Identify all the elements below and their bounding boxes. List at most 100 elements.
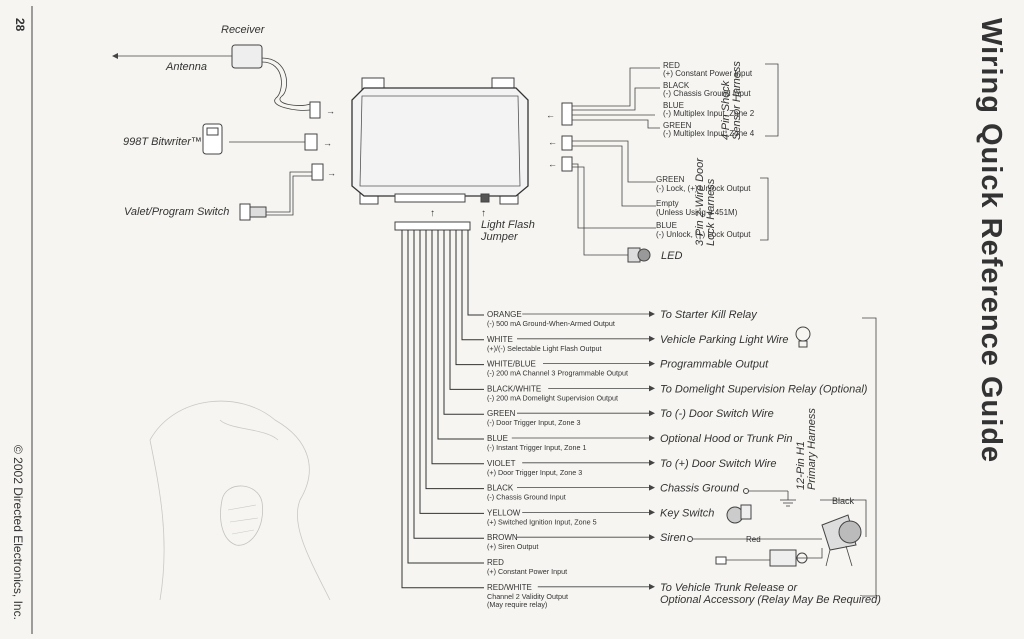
primary-wire-arrow bbox=[649, 435, 655, 441]
copyright-text: © 2002 Directed Electronics, Inc. bbox=[11, 445, 25, 620]
primary-wire-desc: Channel 2 Validity Output bbox=[487, 592, 568, 601]
page-title: Wiring Quick Reference Guide bbox=[975, 18, 1007, 463]
primary-wire-dest: Optional Hood or Trunk Pin bbox=[660, 433, 792, 445]
svg-text:→: → bbox=[323, 138, 332, 148]
primary-wire-dest: To (-) Door Switch Wire bbox=[660, 408, 774, 420]
svg-text:←: ← bbox=[548, 159, 557, 169]
receiver: → bbox=[112, 44, 335, 119]
primary-wire-line bbox=[449, 230, 484, 390]
shock-wire-color: BLACK bbox=[663, 81, 690, 90]
shock-title-1: 4-Pin Shock bbox=[720, 80, 732, 140]
primary-wire-desc: (-) 500 mA Ground-When-Armed Output bbox=[487, 319, 615, 328]
lock-wire-color: BLUE bbox=[656, 221, 677, 230]
primary-wire-desc: (+)/(-) Selectable Light Flash Output bbox=[487, 344, 601, 353]
primary-wire-line bbox=[413, 230, 484, 539]
valet-switch-icon: → bbox=[239, 163, 336, 221]
primary-wire-desc: (+) Constant Power Input bbox=[487, 567, 567, 576]
svg-text:↑: ↑ bbox=[430, 208, 435, 219]
primary-wire-line bbox=[431, 230, 484, 465]
primary-wire-color: WHITE bbox=[487, 335, 513, 344]
primary-wire-arrow bbox=[649, 311, 655, 317]
jumper-label-1: Light Flash bbox=[481, 219, 535, 231]
primary-wire-color: RED bbox=[487, 558, 504, 567]
lock-wire-desc: (-) Lock, (+) Unlock Output bbox=[656, 184, 751, 193]
primary-wire-line bbox=[443, 230, 484, 415]
svg-text:→: → bbox=[326, 106, 335, 116]
primary-wire-desc: (-) Chassis Ground Input bbox=[487, 493, 566, 502]
svg-text:→: → bbox=[327, 168, 336, 178]
shock-wire-color: RED bbox=[663, 61, 680, 70]
primary-wire-color: ORANGE bbox=[487, 310, 522, 319]
primary-harness-connector bbox=[394, 221, 471, 231]
primary-wire-arrow bbox=[649, 583, 655, 590]
primary-wire-desc: (-) 200 mA Channel 3 Programmable Output bbox=[487, 369, 628, 378]
svg-text:←: ← bbox=[548, 137, 557, 147]
bitwriter-label: 998T Bitwriter™ bbox=[123, 136, 202, 148]
siren-black-label: Black bbox=[832, 496, 855, 506]
siren-red-label: Red bbox=[746, 535, 761, 544]
primary-wire-color: BROWN bbox=[487, 533, 518, 542]
primary-wire-desc-2: (May require relay) bbox=[487, 600, 547, 609]
valet-label: Valet/Program Switch bbox=[124, 206, 229, 218]
ground-icon bbox=[743, 488, 796, 507]
battery-icon bbox=[715, 548, 823, 567]
primary-wire-arrow bbox=[649, 385, 655, 392]
primary-wire-arrow bbox=[649, 335, 655, 342]
primary-wire-color: BLACK bbox=[487, 484, 514, 493]
primary-title-1: 12-Pin H1 bbox=[795, 441, 807, 490]
primary-wire-dest: To Domelight Supervision Relay (Optional… bbox=[660, 383, 868, 395]
primary-wire-arrow bbox=[649, 534, 655, 541]
shock-wire-color: BLUE bbox=[663, 101, 684, 110]
shock-harness: ← bbox=[546, 63, 779, 137]
lock-title-1: 3-Pin 2-Wire Door bbox=[694, 157, 706, 246]
receiver-label: Receiver bbox=[221, 24, 266, 36]
primary-wire-dest: Siren bbox=[660, 532, 686, 544]
svg-text:↑: ↑ bbox=[481, 208, 486, 219]
primary-wire-desc: (-) Door Trigger Input, Zone 3 bbox=[487, 418, 580, 427]
jumper-label-2: Jumper bbox=[480, 231, 519, 243]
control-module bbox=[351, 77, 529, 205]
primary-wire-dest: To (+) Door Switch Wire bbox=[660, 458, 777, 470]
siren-icon bbox=[820, 499, 867, 567]
primary-wire-color: VIOLET bbox=[487, 459, 516, 468]
primary-wire-dest: Programmable Output bbox=[660, 359, 769, 371]
antenna-label: Antenna bbox=[165, 61, 207, 73]
lock-wire-color: GREEN bbox=[656, 175, 685, 184]
primary-wire-dest-2: Optional Accessory (Relay May Be Require… bbox=[660, 594, 881, 606]
led-label: LED bbox=[661, 250, 682, 262]
primary-wire-line bbox=[425, 230, 484, 490]
primary-wire-arrow bbox=[649, 509, 655, 516]
primary-wire-desc: (-) Instant Trigger Input, Zone 1 bbox=[487, 443, 586, 452]
primary-wire-dest: To Vehicle Trunk Release or bbox=[660, 582, 798, 594]
primary-wires: ORANGE(-) 500 mA Ground-When-Armed Outpu… bbox=[401, 230, 881, 609]
lock-wire-desc: (-) Unlock, (+) Lock Output bbox=[656, 230, 751, 239]
primary-wire-dest: To Starter Kill Relay bbox=[660, 309, 758, 321]
primary-wire-line bbox=[437, 230, 484, 440]
primary-title-2: Primary Harness bbox=[806, 408, 818, 490]
primary-wire-line bbox=[467, 230, 484, 316]
primary-wire-desc: (+) Door Trigger Input, Zone 3 bbox=[487, 468, 582, 477]
primary-wire-line bbox=[455, 230, 484, 366]
primary-wire-dest: Vehicle Parking Light Wire bbox=[660, 334, 789, 346]
svg-text:←: ← bbox=[546, 110, 555, 120]
shock-wire-color: GREEN bbox=[663, 121, 692, 130]
shock-wire-desc: (+) Constant Power Input bbox=[663, 69, 753, 78]
primary-wire-desc: (-) 200 mA Domelight Supervision Output bbox=[487, 393, 618, 402]
shock-wire-desc: (-) Multiplex Input, Zone 4 bbox=[663, 129, 755, 138]
primary-wire-color: BLACK/WHITE bbox=[487, 384, 541, 393]
primary-wire-line bbox=[401, 230, 484, 589]
door-lock-harness: ← ← bbox=[548, 135, 769, 263]
shock-wire-desc: (-) Multiplex Input, Zone 2 bbox=[663, 109, 755, 118]
key-switch-icon bbox=[726, 504, 752, 524]
left-margin: 28 © 2002 Directed Electronics, Inc. bbox=[11, 6, 33, 634]
lock-wire-desc: (Unless Using a 451M) bbox=[656, 208, 738, 217]
primary-wire-line bbox=[461, 230, 484, 341]
lock-wire-color: Empty bbox=[656, 199, 679, 208]
primary-wire-desc: (+) Siren Output bbox=[487, 542, 538, 551]
primary-wire-color: BLUE bbox=[487, 434, 508, 443]
primary-wire-desc: (+) Switched Ignition Input, Zone 5 bbox=[487, 517, 597, 526]
primary-wire-arrow bbox=[649, 484, 655, 491]
page-number: 28 bbox=[13, 18, 27, 32]
